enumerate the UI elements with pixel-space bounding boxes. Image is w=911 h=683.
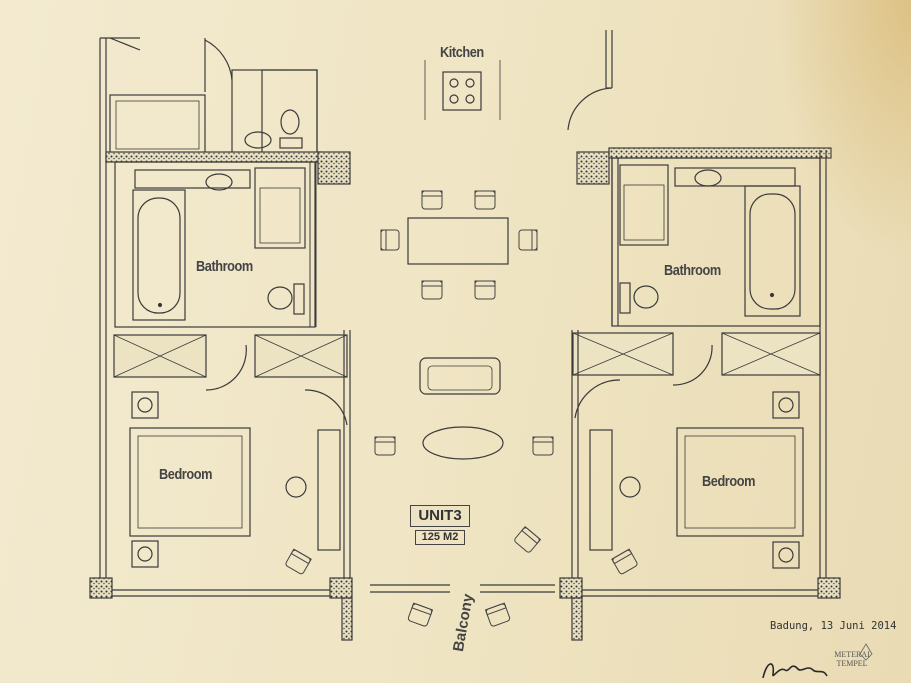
coffee-table <box>422 426 504 460</box>
right-entry-wall <box>605 30 613 88</box>
right-bathroom-label: Bathroom <box>664 262 721 279</box>
left-outer-wall <box>99 38 107 580</box>
left-entry-door <box>204 38 233 92</box>
kitchen-stove <box>442 71 482 111</box>
stamp-emblem-icon <box>859 643 873 661</box>
left-bedroom-label: Bedroom <box>159 466 212 483</box>
right-bedroom-label: Bedroom <box>702 473 755 490</box>
dining-table <box>407 217 509 265</box>
right-bathroom <box>611 157 821 327</box>
left-bedroom <box>129 427 251 537</box>
meterai-stamp: METERAI TEMPEL <box>826 640 878 676</box>
signature-mark <box>762 663 828 679</box>
sofa <box>419 357 501 395</box>
left-bathroom <box>114 161 316 328</box>
unit-area: 125 M2 <box>415 530 465 545</box>
unit-stamp: UNIT3 125 M2 <box>410 505 470 545</box>
left-bathroom-label: Bathroom <box>196 258 253 275</box>
signoff-date: Badung, 13 Juni 2014 <box>770 620 897 632</box>
unit-name: UNIT3 <box>410 505 470 527</box>
kitchen-label: Kitchen <box>440 44 484 61</box>
right-bedroom <box>676 427 804 537</box>
stamp-text: METERAI TEMPEL <box>834 650 870 668</box>
